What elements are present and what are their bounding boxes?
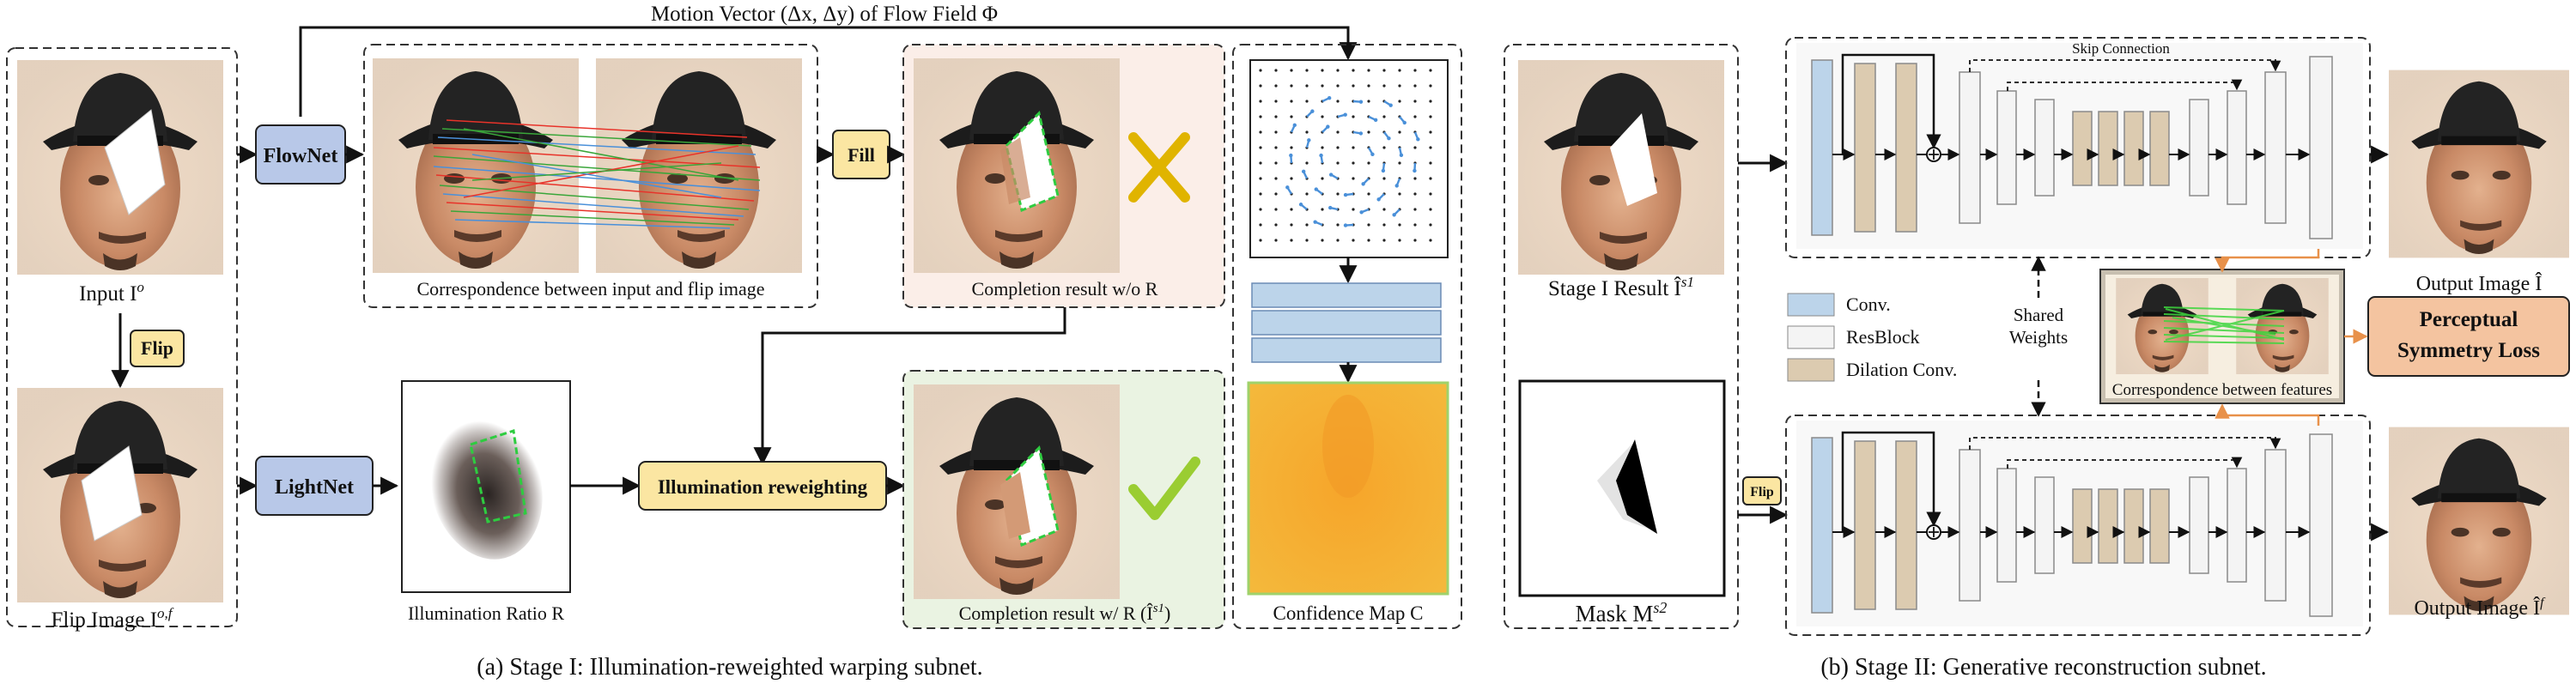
network-layer bbox=[1895, 63, 1917, 233]
illumination-ratio-label: Illumination Ratio R bbox=[408, 602, 564, 624]
confidence-label: Confidence Map C bbox=[1273, 602, 1423, 624]
upper-network-box bbox=[1785, 37, 2371, 258]
correspondence-label: Correspondence between input and flip im… bbox=[416, 278, 764, 300]
network-layer bbox=[1811, 437, 1833, 614]
legend-swatch-dilation bbox=[1787, 358, 1835, 382]
stage1-result-label: Stage I Result Îs1 bbox=[1548, 274, 1694, 300]
network-layer bbox=[2034, 476, 2055, 574]
legend-conv: Conv. bbox=[1846, 294, 1891, 315]
legend-swatch-resblock bbox=[1787, 325, 1835, 349]
network-layer bbox=[2098, 488, 2118, 564]
stage2-input-box bbox=[1504, 44, 1739, 629]
mask-label: Mask Ms2 bbox=[1576, 599, 1668, 626]
legend-resblock: ResBlock bbox=[1846, 326, 1920, 348]
flip-button-label: Flip bbox=[141, 337, 173, 359]
network-layer bbox=[2227, 90, 2247, 205]
network-layer bbox=[2072, 488, 2093, 564]
conf-layer-1 bbox=[1251, 282, 1442, 308]
network-layer bbox=[2227, 468, 2247, 583]
input-group-box bbox=[6, 47, 238, 627]
completion-wo-label: Completion result w/o R bbox=[972, 278, 1158, 300]
upper-network-layers: Skip Connection bbox=[1811, 40, 2333, 239]
completion-w-label: Completion result w/ R (Îs1) bbox=[959, 602, 1171, 624]
feature-image-left bbox=[2116, 278, 2208, 374]
skip-connection-label: Skip Connection bbox=[2072, 40, 2170, 57]
flip-button-stage1[interactable] bbox=[130, 330, 185, 367]
feature-correspondence-label: Correspondence between features bbox=[2112, 381, 2332, 399]
legend-dilation: Dilation Conv. bbox=[1846, 359, 1957, 380]
output-flip-image bbox=[2389, 427, 2569, 615]
network-layer bbox=[2149, 488, 2170, 564]
fill-label: Fill bbox=[848, 144, 875, 166]
motion-vector-field bbox=[1249, 59, 1449, 258]
flip-image-label: Flip Image Io,f bbox=[51, 605, 173, 632]
network-layer bbox=[1996, 468, 2017, 583]
shared-weights-label-1: Shared bbox=[2014, 305, 2064, 325]
network-layer bbox=[1854, 63, 1876, 233]
network-layer bbox=[2123, 111, 2144, 186]
stage2-caption: (b) Stage II: Generative reconstruction … bbox=[1820, 654, 2266, 681]
legend-swatch-conv bbox=[1787, 293, 1835, 317]
confidence-group-box bbox=[1232, 44, 1462, 629]
check-mark-icon bbox=[1128, 457, 1200, 520]
input-label: Input Io bbox=[79, 279, 144, 306]
network-layer bbox=[2072, 111, 2093, 186]
lower-network-layers bbox=[1811, 431, 2333, 617]
illumination-reweighting-label: Illumination reweighting bbox=[658, 476, 868, 498]
network-layer bbox=[2189, 99, 2209, 197]
motion-vector-grid bbox=[1259, 69, 1432, 242]
network-layer bbox=[2034, 99, 2055, 197]
network-layer bbox=[2309, 56, 2333, 239]
network-layer bbox=[2149, 111, 2170, 186]
network-layer bbox=[2123, 488, 2144, 564]
network-layer bbox=[1959, 71, 1981, 224]
flownet-label: FlowNet bbox=[264, 145, 338, 167]
perceptual-symmetry-loss bbox=[2367, 296, 2570, 377]
flip-button-stage2-label: Flip bbox=[1750, 485, 1774, 499]
legend: Conv. ResBlock Dilation Conv. bbox=[1787, 293, 1957, 382]
shared-weights-label-2: Weights bbox=[2009, 327, 2068, 348]
network-layer bbox=[2264, 449, 2287, 602]
output-label: Output Image Î bbox=[2416, 273, 2543, 295]
cross-mark-icon bbox=[1128, 132, 1190, 203]
lightnet-label: LightNet bbox=[275, 476, 354, 499]
lower-network-box bbox=[1785, 415, 2371, 636]
network-layer bbox=[1996, 90, 2017, 205]
network-layer bbox=[2189, 476, 2209, 574]
network-layer bbox=[1959, 449, 1981, 602]
network-layer bbox=[2098, 111, 2118, 186]
conf-layer-3 bbox=[1251, 337, 1442, 363]
loss-label-2: Symmetry Loss bbox=[2397, 339, 2540, 362]
network-layer bbox=[1811, 59, 1833, 236]
network-layer bbox=[1854, 440, 1876, 610]
correspondence-image-right bbox=[596, 58, 802, 273]
correspondence-lines bbox=[433, 119, 761, 229]
feature-correspondence-lines bbox=[2163, 306, 2285, 344]
output-flip-label: Output Image Îf bbox=[2414, 596, 2546, 620]
motion-vector-label: Motion Vector (Δx, Δy) of Flow Field Φ bbox=[651, 3, 998, 26]
correspondence-box bbox=[363, 44, 818, 308]
output-image bbox=[2389, 70, 2569, 258]
network-layer bbox=[1895, 440, 1917, 610]
loss-label-1: Perceptual bbox=[2420, 308, 2518, 331]
stage1-caption: (a) Stage I: Illumination-reweighted war… bbox=[477, 654, 982, 681]
flip-button-stage2[interactable] bbox=[1742, 476, 1782, 505]
network-layer bbox=[2309, 433, 2333, 617]
input-mask-region bbox=[104, 109, 166, 215]
network-layer bbox=[2264, 71, 2287, 224]
conf-layer-2 bbox=[1251, 310, 1442, 336]
correspondence-image-left bbox=[373, 58, 579, 273]
